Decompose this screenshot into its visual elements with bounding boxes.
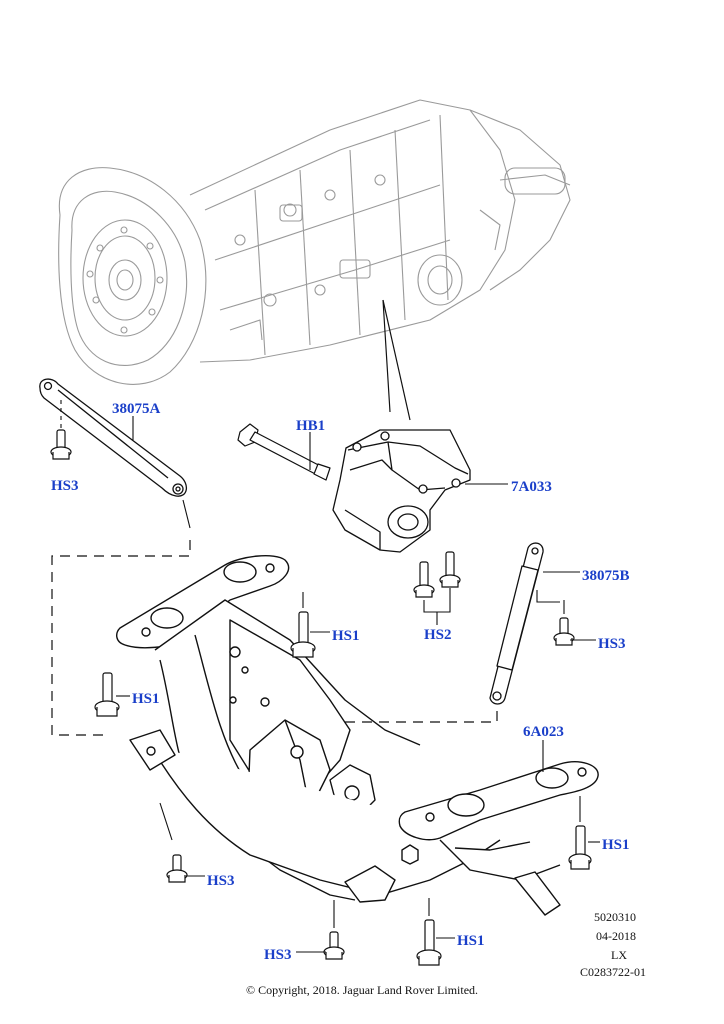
- reference-number: 5020310: [594, 910, 636, 924]
- screw-hs3-strut-left: [50, 429, 72, 460]
- screw-hs3-bottom-left: [166, 854, 188, 883]
- screw-hs2-b: [439, 551, 461, 588]
- callout-hs1-left[interactable]: HS1: [132, 691, 160, 707]
- bolt-hb1: [237, 423, 331, 481]
- dashed-alignment-lines: [51, 540, 498, 736]
- callout-leader-lines: [60, 400, 600, 953]
- callout-hs1-right[interactable]: HS1: [602, 837, 630, 853]
- strut-38075a: [39, 378, 187, 497]
- screw-hs3-strut-right: [553, 617, 575, 646]
- screw-hs1-bottom: [416, 919, 442, 966]
- crossmember-6a023: [116, 555, 599, 916]
- callout-hs3-strut-right[interactable]: HS3: [598, 636, 626, 652]
- callout-hs2[interactable]: HS2: [424, 627, 452, 643]
- screw-hs2-a: [413, 561, 435, 598]
- mount-leader-lines: [382, 299, 411, 421]
- transmission-ghost-outline: [58, 99, 571, 385]
- callout-hs3-strut-left[interactable]: HS3: [51, 478, 79, 494]
- callout-hs3-bottom[interactable]: HS3: [264, 947, 292, 963]
- callout-7a033[interactable]: 7A033: [511, 479, 552, 495]
- callout-hs1-bottom[interactable]: HS1: [457, 933, 485, 949]
- callout-38075a[interactable]: 38075A: [112, 401, 161, 417]
- copyright-notice: © Copyright, 2018. Jaguar Land Rover Lim…: [245, 983, 479, 997]
- screw-hs3-bottom: [323, 931, 345, 960]
- screw-hs1-left: [94, 672, 120, 717]
- callout-38075b[interactable]: 38075B: [582, 568, 630, 584]
- model-code: LX: [611, 948, 627, 962]
- screw-hs1-top: [290, 611, 316, 658]
- callout-hb1[interactable]: HB1: [296, 418, 326, 434]
- callout-hs3-bottom-left[interactable]: HS3: [207, 873, 235, 889]
- callout-6a023[interactable]: 6A023: [523, 724, 564, 740]
- strut-38075b: [489, 542, 544, 705]
- callout-hs1-top[interactable]: HS1: [332, 628, 360, 644]
- mount-7a033: [332, 429, 471, 553]
- illustration-code: C0283722-01: [580, 965, 646, 979]
- revision-date: 04-2018: [596, 929, 636, 943]
- screw-hs1-right: [568, 825, 592, 870]
